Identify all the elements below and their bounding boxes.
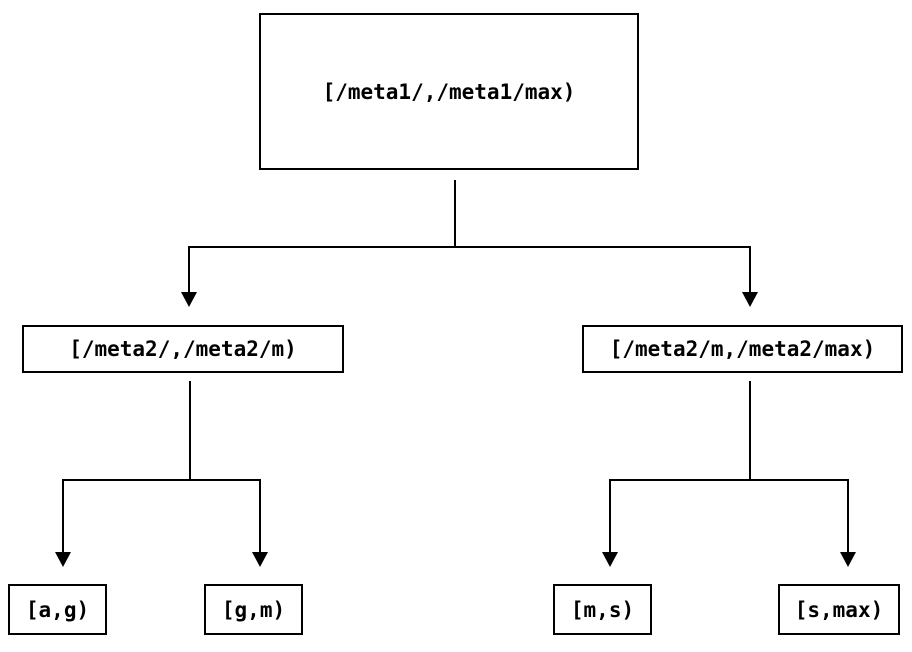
tree-node-leaf-smax-label: [s,max) [794, 597, 884, 622]
connector-drop-leaf-ms [609, 479, 611, 552]
arrow-down-icon [840, 552, 856, 567]
arrow-down-icon [742, 292, 758, 307]
connector-drop-leaf-gm [259, 479, 261, 552]
tree-node-leaf-ag: [a,g) [8, 584, 107, 635]
tree-node-leaf-smax: [s,max) [778, 584, 900, 635]
arrow-down-icon [181, 292, 197, 307]
arrow-down-icon [55, 552, 71, 567]
connector-level2-right-bar [609, 479, 849, 481]
tree-node-root-label: [/meta1/,/meta1/max) [322, 79, 576, 104]
tree-node-leaf-ms: [m,s) [553, 584, 652, 635]
tree-node-meta2-right: [/meta2/m,/meta2/max) [582, 325, 903, 373]
connector-drop-meta2-right [749, 246, 751, 292]
tree-node-meta2-left: [/meta2/,/meta2/m) [22, 325, 344, 373]
tree-node-meta2-right-label: [/meta2/m,/meta2/max) [609, 337, 876, 361]
connector-drop-leaf-smax [847, 479, 849, 552]
connector-level1-bar [188, 246, 751, 248]
connector-root-stem [454, 180, 456, 248]
connector-meta2-left-stem [189, 381, 191, 481]
arrow-down-icon [252, 552, 268, 567]
tree-node-root: [/meta1/,/meta1/max) [259, 13, 639, 170]
connector-meta2-right-stem [749, 381, 751, 481]
tree-node-meta2-left-label: [/meta2/,/meta2/m) [69, 337, 297, 361]
tree-node-leaf-gm-label: [g,m) [221, 597, 286, 622]
tree-node-leaf-ag-label: [a,g) [25, 597, 90, 622]
connector-level2-left-bar [62, 479, 261, 481]
connector-drop-leaf-ag [62, 479, 64, 552]
tree-node-leaf-ms-label: [m,s) [570, 597, 635, 622]
arrow-down-icon [602, 552, 618, 567]
tree-node-leaf-gm: [g,m) [204, 584, 303, 635]
connector-drop-meta2-left [188, 246, 190, 292]
